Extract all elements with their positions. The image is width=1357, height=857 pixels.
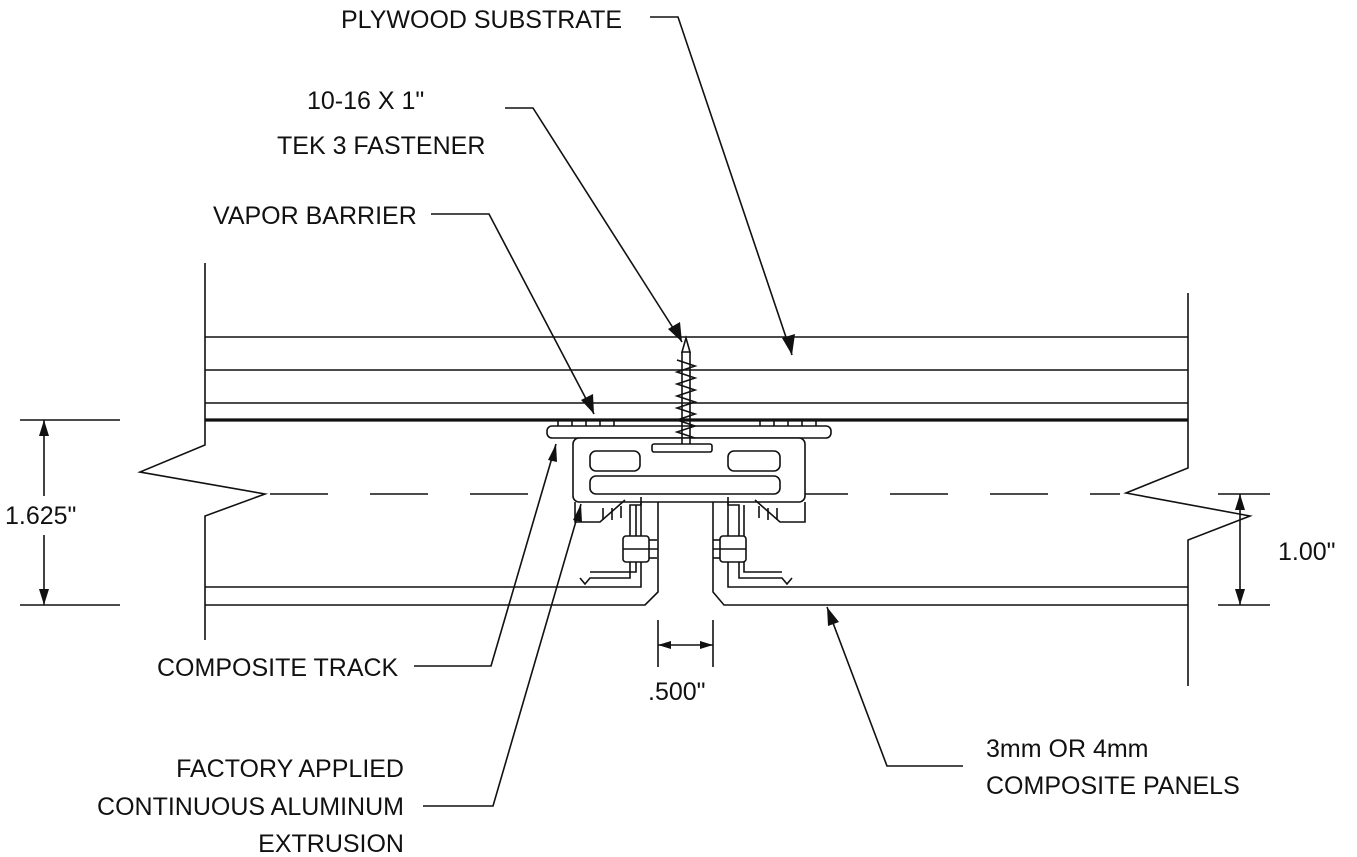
dimension-panel-depth	[1218, 493, 1270, 606]
aluminum-extrusions	[574, 497, 806, 586]
label-panels-line1: 3mm OR 4mm	[986, 735, 1149, 763]
label-fastener-line1: 10-16 X 1"	[307, 87, 424, 115]
substrate-layers	[204, 263, 1189, 422]
composite-panels	[205, 497, 1188, 606]
leaders	[414, 16, 963, 807]
label-extrusion-line3: EXTRUSION	[258, 830, 404, 857]
label-plywood-substrate: PLYWOOD SUBSTRATE	[341, 6, 622, 34]
label-fastener-line2: TEK 3 FASTENER	[277, 132, 485, 160]
track-serrations	[557, 420, 817, 426]
composite-track	[546, 420, 832, 503]
label-extrusion-line1: FACTORY APPLIED	[176, 755, 404, 783]
label-extrusion-line2: CONTINUOUS ALUMINUM	[97, 793, 404, 821]
dimension-overall-depth-text: 1.625"	[5, 502, 76, 530]
dimension-overall-depth	[20, 419, 120, 606]
tek-fastener	[674, 335, 698, 444]
label-panels-line2: COMPOSITE PANELS	[986, 772, 1240, 800]
label-composite-track: COMPOSITE TRACK	[157, 654, 399, 682]
dimension-joint-gap	[657, 620, 714, 667]
dimension-joint-gap-text: .500"	[648, 678, 706, 706]
dimension-panel-depth-text: 1.00"	[1278, 538, 1336, 566]
break-lines	[137, 420, 1253, 686]
label-vapor-barrier: VAPOR BARRIER	[213, 202, 417, 230]
